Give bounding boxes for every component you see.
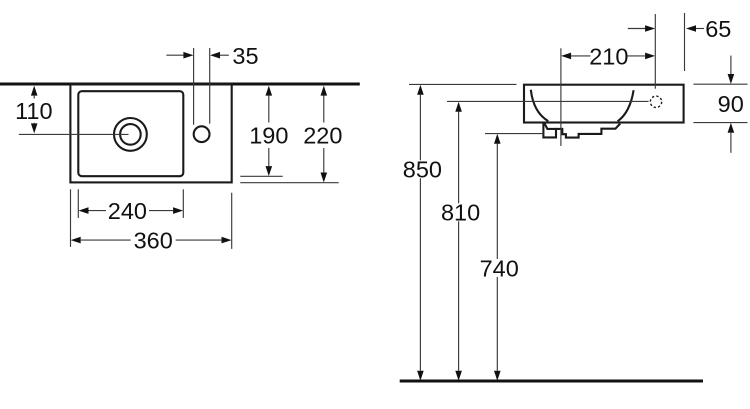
svg-text:360: 360 xyxy=(134,227,173,253)
svg-text:850: 850 xyxy=(403,157,442,183)
svg-text:740: 740 xyxy=(480,255,519,281)
svg-text:190: 190 xyxy=(249,123,288,149)
svg-text:90: 90 xyxy=(718,91,744,117)
svg-text:810: 810 xyxy=(441,200,480,226)
svg-text:240: 240 xyxy=(108,198,147,224)
svg-text:220: 220 xyxy=(303,123,342,149)
svg-text:210: 210 xyxy=(589,43,628,69)
svg-text:65: 65 xyxy=(705,16,731,42)
svg-text:110: 110 xyxy=(15,98,52,124)
svg-text:35: 35 xyxy=(232,43,258,69)
